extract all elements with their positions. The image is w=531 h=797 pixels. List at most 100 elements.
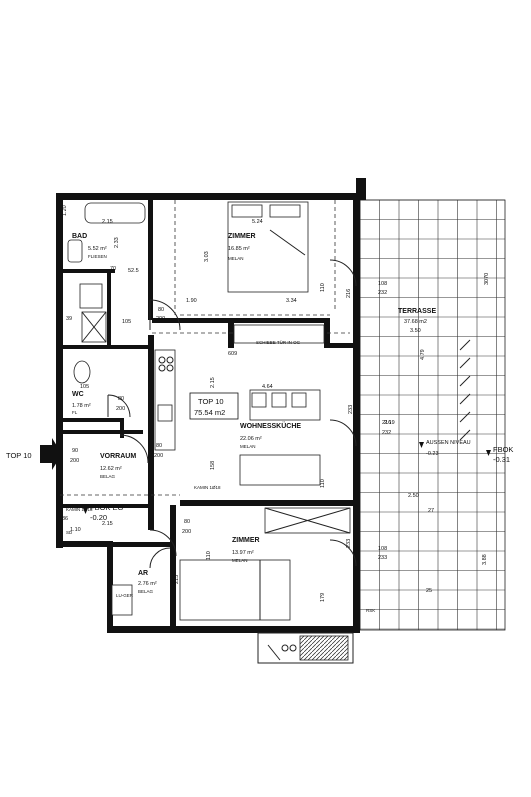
walls bbox=[56, 178, 366, 633]
dim-70: 70 bbox=[110, 266, 116, 272]
level-value-aussen: -0.23 bbox=[426, 451, 439, 457]
slope-mark bbox=[459, 429, 471, 441]
dim-5-24: 5.24 bbox=[252, 219, 263, 225]
bath-sink bbox=[67, 239, 83, 263]
dim-27: 27 bbox=[428, 508, 434, 514]
annotation-sd: SD bbox=[66, 530, 73, 535]
dim-110-a: 110 bbox=[320, 283, 326, 292]
room-floor-bad: FLIESEN bbox=[88, 254, 107, 259]
room-floor-zimmer-top: MELAN bbox=[228, 256, 244, 261]
dim-3070: 3070 bbox=[484, 273, 490, 285]
room-floor-vorraum: BELAG bbox=[100, 474, 116, 479]
dim-2-15-top: 2.15 bbox=[102, 219, 113, 225]
dim-232-a: 232 bbox=[378, 290, 387, 296]
bathtub bbox=[84, 202, 146, 224]
sofa bbox=[239, 454, 321, 486]
annotation-rsk: RSK bbox=[366, 608, 375, 613]
apartment-area: 75.54 m2 bbox=[194, 408, 225, 417]
dim-200-d: 200 bbox=[182, 529, 191, 535]
annotation-kamin-left: KAMIN 1Ø18 bbox=[66, 507, 93, 512]
furniture bbox=[67, 201, 354, 664]
dim-25: 25 bbox=[426, 588, 432, 594]
dim-232-c: 233 bbox=[378, 555, 387, 561]
dim-233-d: 233 bbox=[346, 539, 352, 548]
level-value-fbok-right: -0.31 bbox=[493, 455, 510, 464]
dim-108-a: 108 bbox=[378, 281, 387, 287]
dim-2-33: 2.33 bbox=[114, 237, 120, 248]
room-name-ar: AR bbox=[138, 570, 148, 577]
level-marker-icon bbox=[83, 508, 88, 514]
slope-mark bbox=[459, 411, 471, 423]
dim-110-c: 110 bbox=[206, 551, 212, 560]
room-name-wc: WC bbox=[72, 391, 84, 398]
dim-3-88: 3.88 bbox=[482, 554, 488, 565]
slope-mark bbox=[459, 393, 471, 405]
dim-80-a: 80 bbox=[158, 307, 164, 313]
dim-4-64: 4.64 bbox=[262, 384, 273, 390]
slope-mark bbox=[459, 339, 471, 351]
room-name-wohnkueche: WOHNESSKÜCHE bbox=[240, 421, 301, 430]
dim-90: 90 bbox=[72, 448, 78, 454]
dim-2-50: 2.50 bbox=[408, 493, 419, 499]
dim-39: 39 bbox=[66, 316, 72, 322]
kitchen-sink bbox=[157, 404, 173, 422]
dim-4-79: 4.79 bbox=[420, 349, 426, 360]
annotation-rsk-left: RSK bbox=[78, 540, 87, 545]
room-area-zimmer-top: 16.85 m² bbox=[228, 246, 250, 252]
room-floor-zimmer-bottom: MELAN bbox=[232, 558, 248, 563]
room-name-terrasse: TERRASSE bbox=[398, 308, 436, 315]
dim-1-20: 1.20 bbox=[62, 205, 68, 216]
dim-215-ar: 215 bbox=[174, 575, 180, 584]
dimensions: 1.20 2.15 2.33 52.5 70 5.24 3.03 1.90 3.… bbox=[62, 205, 490, 602]
dim-200-g: 200 bbox=[70, 458, 79, 464]
dim-36: 36 bbox=[62, 516, 68, 522]
dim-3-03: 3.03 bbox=[204, 251, 210, 262]
room-area-terrasse: 37.68 m2 bbox=[404, 319, 427, 325]
level-label-aussen: AUSSEN NIVEAU bbox=[426, 440, 471, 446]
annotation-schiebetuer: SCHIEBE TÜR IN OG bbox=[256, 339, 301, 345]
level-label-fbok-right: FBOK bbox=[493, 445, 513, 454]
room-area-vorraum: 12.62 m² bbox=[100, 466, 122, 472]
dim-200-b: 200 bbox=[116, 406, 125, 412]
dim-2-19: 2.19 bbox=[384, 420, 395, 426]
level-marker-icon bbox=[486, 450, 491, 456]
entry-arrow-icon bbox=[40, 438, 62, 470]
room-floor-ar: BELAG bbox=[138, 589, 154, 594]
annotation-luger: LU-GER bbox=[116, 593, 134, 598]
balcony-outline bbox=[257, 632, 354, 664]
dim-1-10-bot: 1.10 bbox=[70, 527, 81, 533]
slope-mark bbox=[459, 375, 471, 387]
pillow-1 bbox=[231, 204, 263, 218]
level-marker-icon bbox=[419, 442, 424, 448]
room-name-vorraum: VORRAUM bbox=[100, 453, 136, 460]
bed-bottom bbox=[179, 559, 291, 621]
room-name-zimmer-top: ZIMMER bbox=[228, 233, 256, 240]
dim-105-b: 105 bbox=[80, 384, 89, 390]
utility-box bbox=[111, 584, 133, 616]
dim-2-15-bot: 2.15 bbox=[102, 521, 113, 527]
dim-52-5: 52.5 bbox=[128, 268, 139, 274]
room-floor-wc: FL bbox=[72, 410, 78, 415]
dim-200-c: 200 bbox=[154, 453, 163, 459]
chair bbox=[271, 392, 287, 408]
dim-609: 609 bbox=[228, 351, 237, 357]
room-area-ar: 2.76 m² bbox=[138, 581, 157, 587]
dim-216-b: 216 bbox=[382, 420, 391, 426]
railing-posts bbox=[267, 644, 297, 661]
washing-machine bbox=[79, 283, 103, 309]
room-name-bad: BAD bbox=[72, 233, 87, 240]
room-name-zimmer-bottom: ZIMMER bbox=[232, 537, 260, 544]
room-area-wohnkueche: 22.06 m² bbox=[240, 436, 262, 442]
level-label-fbok-eg: FBOK EG bbox=[90, 503, 124, 512]
dim-3-34: 3.34 bbox=[286, 298, 297, 304]
dim-179: 179 bbox=[320, 593, 326, 602]
toilet bbox=[73, 360, 91, 384]
terrace-tile-grid bbox=[359, 199, 505, 630]
room-area-wc: 1.78 m² bbox=[72, 403, 91, 409]
room-floor-wohnkueche: MELAN bbox=[240, 444, 256, 449]
wall-shelf bbox=[233, 324, 325, 344]
dim-110-b: 110 bbox=[320, 479, 326, 488]
dim-2-15-mid: 2.15 bbox=[210, 377, 216, 388]
